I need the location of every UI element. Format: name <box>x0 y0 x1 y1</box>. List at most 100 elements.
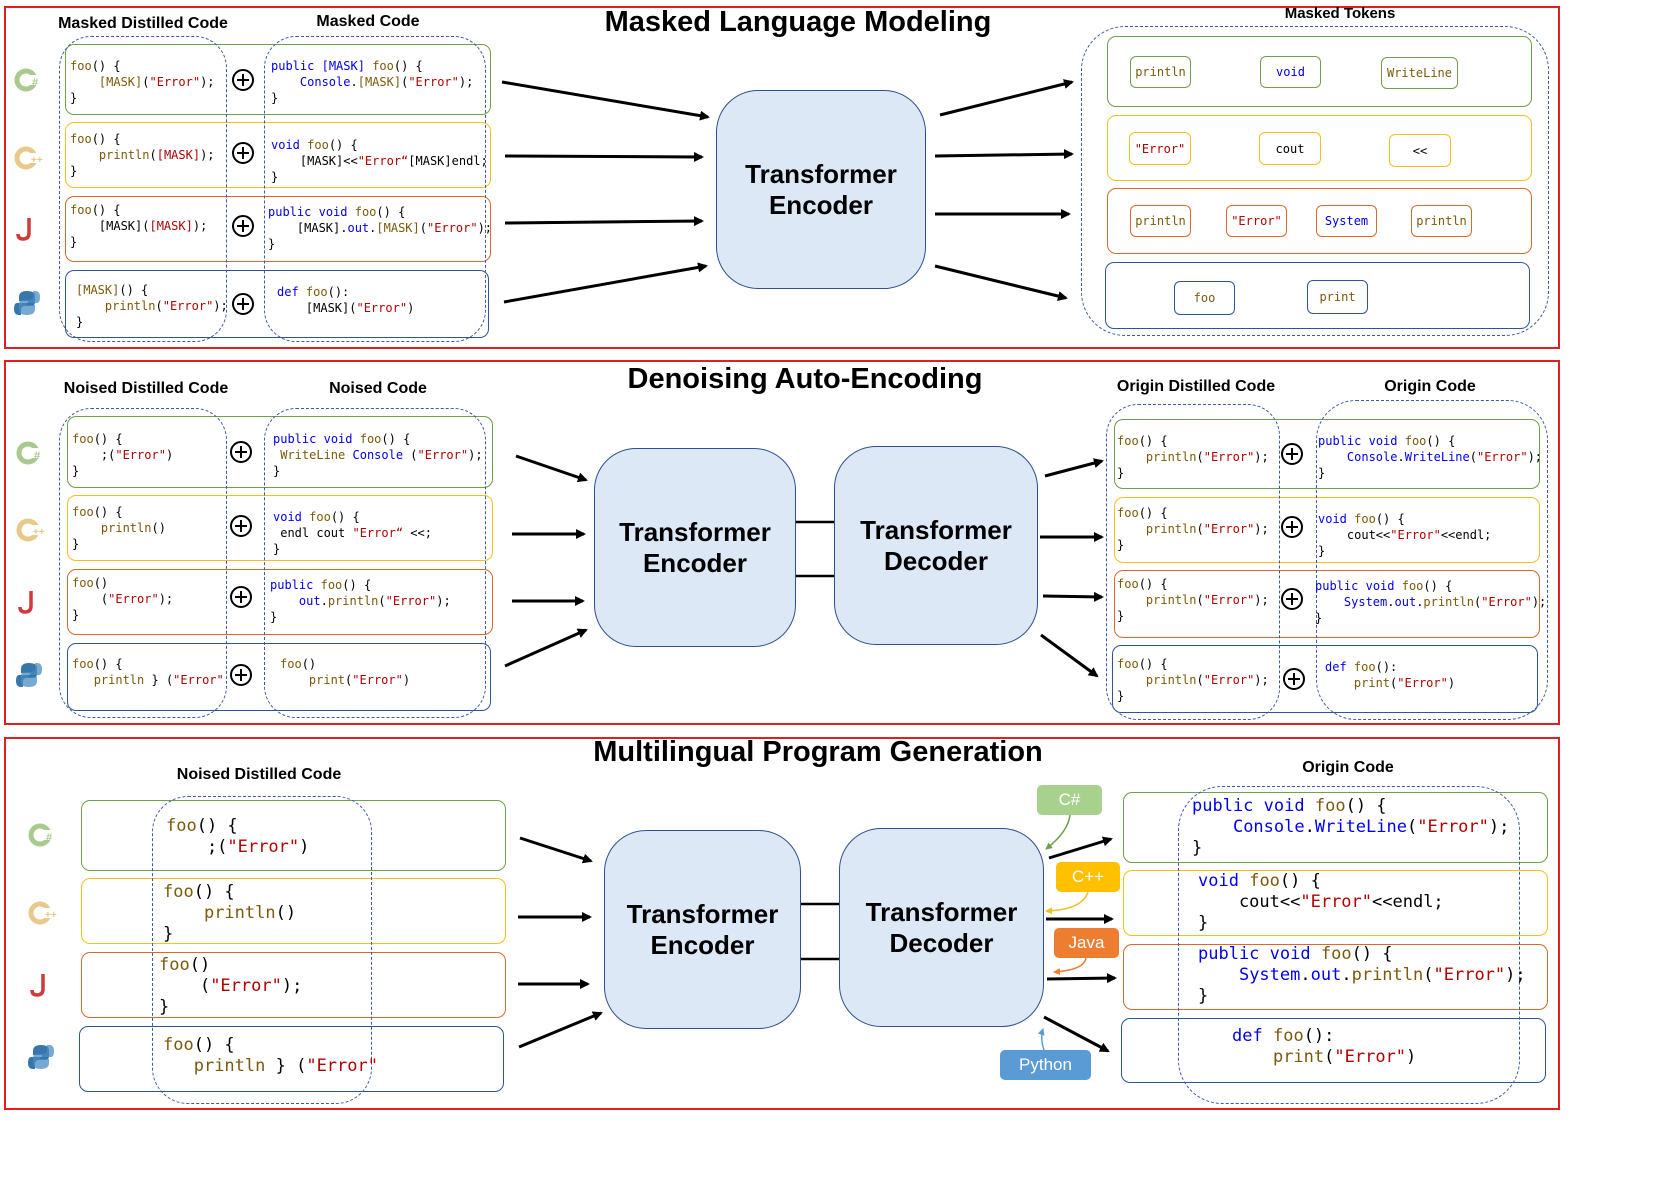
mpg-input-row-cpp <box>81 878 506 944</box>
masked-row-cpp <box>65 122 491 188</box>
oplus-icon <box>232 142 254 164</box>
svg-text:++: ++ <box>33 527 45 538</box>
python-logo-icon <box>12 658 46 692</box>
noised-row-java <box>67 569 493 635</box>
mpg-input-row-csharp <box>81 800 506 871</box>
masked-row-java <box>65 196 491 262</box>
encoder-label-line2: Encoder <box>768 189 873 220</box>
java-logo-icon <box>12 584 46 618</box>
oplus-icon <box>1281 443 1303 465</box>
noised-code-csharp: public void foo() { WriteLine Console ("… <box>273 432 483 478</box>
panel-title: Denoising Auto-Encoding <box>627 363 983 395</box>
cpp-logo-icon: ++ <box>12 141 46 175</box>
masked-code-cpp: void foo() { [MASK]<<"Error“[MASK]endl; … <box>271 138 488 184</box>
origin-code-csharp: public void foo() { Console.WriteLine("E… <box>1318 434 1543 480</box>
column-title-masked-tokens: Masked Tokens <box>1284 5 1396 22</box>
encoder-label-line1: Transformer <box>619 516 771 547</box>
oplus-icon <box>232 215 254 237</box>
mpg-noised-distilled-code-group <box>152 796 372 1104</box>
mpg-input-row-python <box>79 1026 504 1092</box>
token-java-4: println <box>1411 205 1472 237</box>
mpg-input-code-java: foo() ("Error"); } <box>159 955 303 1017</box>
noised-code-group <box>264 408 486 718</box>
token-java-1: println <box>1130 205 1191 237</box>
noised-distilled-code-cpp: foo() { println() } <box>72 505 166 551</box>
masked-tokens-group <box>1081 26 1549 336</box>
masked-code-csharp: public [MASK] foo() { Console.[MASK]("Er… <box>271 59 474 105</box>
oplus-icon <box>230 515 252 537</box>
oplus-icon <box>1281 516 1303 538</box>
masked-distilled-code-csharp: foo() { [MASK]("Error"); } <box>70 59 215 105</box>
origin-distilled-code-cpp: foo() { println("Error"); } <box>1117 506 1269 552</box>
noised-distilled-code-python: foo() { println } ("Error" <box>72 657 224 687</box>
cpp-logo-icon: ++ <box>14 513 48 547</box>
oplus-icon <box>230 586 252 608</box>
svg-text:#: # <box>34 450 40 462</box>
noised-distilled-code-csharp: foo() { ;("Error") } <box>72 432 174 478</box>
panel-denoising-auto-encoding <box>4 360 1560 725</box>
python-logo-icon <box>24 1040 58 1074</box>
language-label-cpp: C++ <box>1056 862 1120 892</box>
oplus-icon <box>232 69 254 91</box>
column-title-masked-code: Masked Code <box>316 13 420 30</box>
language-label-csharp: C# <box>1037 785 1102 815</box>
svg-text:#: # <box>32 77 38 89</box>
mpg-input-code-cpp: foo() { println() } <box>163 882 297 944</box>
encoder-label-line1: Transformer <box>626 898 779 929</box>
token-cpp-3: << <box>1389 134 1451 167</box>
mpg-output-row-java <box>1123 944 1548 1010</box>
token-python-2: print <box>1307 280 1368 314</box>
masked-distilled-code-java: foo() { [MASK]([MASK]); } <box>70 203 208 249</box>
panel-multilingual-program-generation <box>4 737 1560 1110</box>
origin-distilled-code-group <box>1106 404 1280 720</box>
language-label-python: Python <box>1000 1050 1091 1080</box>
cpp-logo-icon: ++ <box>26 896 60 930</box>
token-python-1: foo <box>1174 281 1235 315</box>
token-cpp-1: "Error" <box>1129 132 1191 165</box>
origin-code-group <box>1316 400 1548 720</box>
mpg-output-code-python: def foo(): print("Error") <box>1232 1026 1417 1067</box>
mpg-input-code-python: foo() { println } ("Error" <box>163 1035 378 1076</box>
column-title-origin-code: Origin Code <box>1384 378 1476 395</box>
token-java-3: System <box>1316 205 1377 237</box>
column-title-noised-code: Noised Code <box>329 380 427 397</box>
python-logo-icon <box>10 286 44 320</box>
panel-title: Masked Language Modeling <box>604 6 992 38</box>
noised-distilled-code-java: foo() ("Error"); } <box>72 576 174 622</box>
origin-code-python: def foo(): print("Error") <box>1325 660 1456 690</box>
mpg-output-code-csharp: public void foo() { Console.WriteLine("E… <box>1192 796 1510 858</box>
decoder-label-line1: Transformer <box>860 514 1012 545</box>
noised-code-python: foo() print("Error") <box>280 657 411 687</box>
origin-row-java <box>1114 570 1540 638</box>
mpg-origin-code-group <box>1178 786 1520 1104</box>
encoder-label-line2: Encoder <box>650 929 755 960</box>
svg-text:#: # <box>46 832 52 844</box>
oplus-icon <box>232 293 254 315</box>
decoder-label-line2: Decoder <box>889 927 994 958</box>
masked-code-group <box>264 36 486 342</box>
oplus-icon <box>1281 588 1303 610</box>
csharp-logo-icon: # <box>14 436 48 470</box>
oplus-icon <box>230 664 252 686</box>
column-title-noised-distilled-code: Noised Distilled Code <box>63 380 229 397</box>
language-label-java: Java <box>1054 928 1119 958</box>
noised-distilled-code-group <box>59 408 227 718</box>
csharp-logo-icon: # <box>12 63 46 97</box>
masked-distilled-code-python: [MASK]() { println("Error"); } <box>76 283 228 329</box>
svg-text:++: ++ <box>45 910 57 921</box>
origin-distilled-code-python: foo() { println("Error"); } <box>1117 657 1269 703</box>
mpg-output-code-cpp: void foo() { cout<<"Error"<<endl; } <box>1198 871 1444 933</box>
java-logo-icon <box>24 967 58 1001</box>
masked-code-python: def foo(): [MASK]("Error") <box>277 285 415 315</box>
encoder-label-line1: Transformer <box>745 158 897 189</box>
mpg-input-row-java <box>81 952 506 1018</box>
oplus-icon <box>230 441 252 463</box>
masked-distilled-code-group <box>59 36 227 342</box>
origin-code-java: public void foo() { System.out.println("… <box>1315 579 1547 625</box>
token-csharp-3: WriteLine <box>1381 57 1458 89</box>
